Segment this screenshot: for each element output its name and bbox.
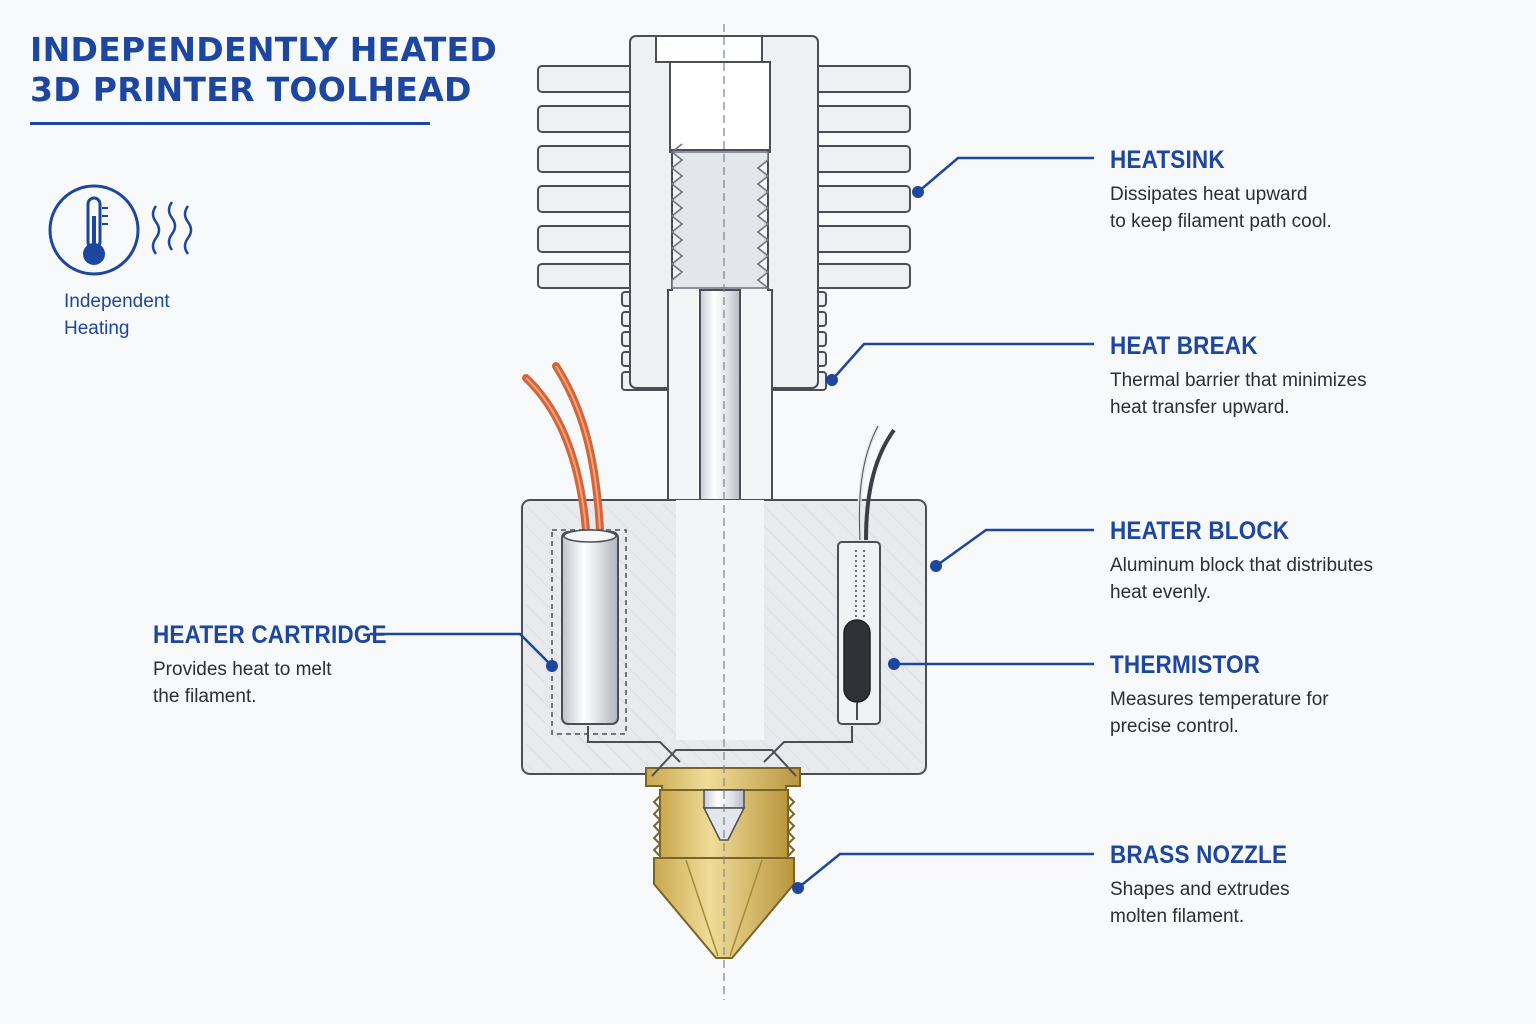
title-underline <box>30 122 430 125</box>
thermistor <box>837 425 896 725</box>
leader-heater-cartridge <box>370 632 553 667</box>
callout-line: heat transfer upward. <box>1110 397 1290 418</box>
callout-line: molten filament. <box>1110 906 1245 927</box>
callout-line: Aluminum block that distributes <box>1110 555 1373 576</box>
callout-heatsink: HEATSINK Dissipates heat upward to keep … <box>1110 145 1332 235</box>
leader-lines <box>370 156 1094 889</box>
leader-heater-block <box>935 528 1094 568</box>
callout-line: precise control. <box>1110 716 1239 737</box>
dot-heatsink <box>912 186 924 198</box>
leader-dots <box>546 186 942 894</box>
dot-thermistor <box>888 658 900 670</box>
heater-cartridge <box>522 362 627 735</box>
dot-heater-cartridge <box>546 660 558 672</box>
callout-line: Thermal barrier that minimizes <box>1110 370 1367 391</box>
callout-line: Dissipates heat upward <box>1110 184 1308 205</box>
callout-description: Shapes and extrudes molten filament. <box>1110 876 1307 930</box>
callout-description: Thermal barrier that minimizes heat tran… <box>1110 367 1367 421</box>
callout-heater-cartridge: HEATER CARTRIDGE Provides heat to melt t… <box>153 620 413 710</box>
callout-description: Provides heat to melt the filament. <box>153 656 413 710</box>
badge-label: Independent Heating <box>64 288 170 342</box>
callout-title: HEATER CARTRIDGE <box>153 621 387 649</box>
leader-heatsink <box>917 156 1094 193</box>
diagram-title: INDEPENDENTLY HEATED 3D PRINTER TOOLHEAD <box>30 30 497 110</box>
callout-description: Aluminum block that distributes heat eve… <box>1110 552 1373 606</box>
callout-title: HEATSINK <box>1110 146 1225 174</box>
badge-label-line-1: Independent <box>64 291 170 312</box>
callout-line: Provides heat to melt <box>153 659 332 680</box>
callout-line: the filament. <box>153 686 257 707</box>
callout-title: THERMISTOR <box>1110 651 1261 679</box>
callout-description: Measures temperature for precise control… <box>1110 686 1329 740</box>
callout-line: heat evenly. <box>1110 582 1212 603</box>
callout-line: Measures temperature for <box>1110 689 1329 710</box>
callout-description: Dissipates heat upward to keep filament … <box>1110 181 1332 235</box>
leader-brass-nozzle <box>797 852 1094 889</box>
dot-heater-block <box>930 560 942 572</box>
callout-heater-block: HEATER BLOCK Aluminum block that distrib… <box>1110 516 1373 606</box>
title-line-2: 3D PRINTER TOOLHEAD <box>30 70 472 109</box>
callout-line: to keep filament path cool. <box>1110 211 1332 232</box>
brass-nozzle <box>645 749 801 959</box>
callout-title: HEATER BLOCK <box>1110 517 1290 545</box>
callout-title: HEAT BREAK <box>1110 332 1258 360</box>
thermometer-icon <box>48 184 193 276</box>
callout-thermistor: THERMISTOR Measures temperature for prec… <box>1110 650 1329 740</box>
dot-heat-break <box>826 374 838 386</box>
leader-heat-break <box>831 342 1094 381</box>
callout-brass-nozzle: BRASS NOZZLE Shapes and extrudes molten … <box>1110 840 1307 930</box>
title-line-1: INDEPENDENTLY HEATED <box>30 30 498 69</box>
callout-heat-break: HEAT BREAK Thermal barrier that minimize… <box>1110 331 1367 421</box>
callout-title: BRASS NOZZLE <box>1110 841 1288 869</box>
callout-line: Shapes and extrudes <box>1110 879 1290 900</box>
badge-label-line-2: Heating <box>64 318 130 339</box>
dot-brass-nozzle <box>792 882 804 894</box>
